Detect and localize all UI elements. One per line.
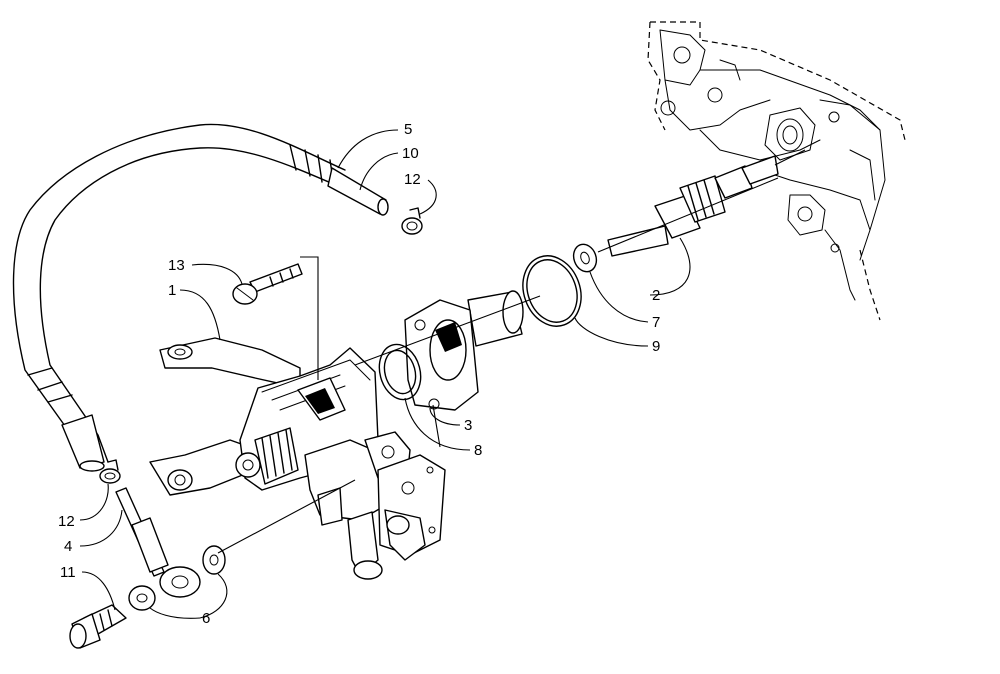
engine-case	[647, 21, 906, 321]
banjo-bolt-11	[69, 604, 127, 649]
callout-3: 3	[464, 417, 472, 434]
callout-9: 9	[652, 338, 660, 355]
banjo-fitting-4	[115, 487, 201, 598]
callout-13: 13	[168, 257, 185, 274]
callout-12-bottom: 12	[58, 513, 75, 530]
oil-pump-body	[235, 347, 446, 580]
callout-1: 1	[168, 282, 176, 299]
callout-4: 4	[64, 538, 72, 555]
washer-7	[572, 243, 598, 273]
hose-clamp-top	[401, 207, 423, 235]
washer-6-left	[128, 585, 156, 611]
drive-shaft	[607, 149, 806, 257]
bracket-1	[149, 337, 301, 496]
callout-6: 6	[202, 610, 210, 627]
housing-3	[404, 290, 524, 411]
callout-10: 10	[402, 145, 419, 162]
callout-7: 7	[652, 314, 660, 331]
alignment-lines	[217, 177, 779, 554]
callout-12-top: 12	[404, 171, 421, 188]
callout-8: 8	[474, 442, 482, 459]
hose	[12, 123, 389, 472]
bolt-13	[232, 263, 303, 305]
leader-lines	[79, 129, 691, 619]
callout-11: 11	[60, 564, 76, 581]
callout-5: 5	[404, 121, 412, 138]
callout-labels: 5 10 12 13 1 2 7 9 3 8 12 4 11 6	[58, 121, 660, 627]
washer-6-right	[202, 545, 226, 575]
o-ring-9	[522, 255, 582, 327]
hose-clamp-bottom	[99, 459, 121, 484]
callout-2: 2	[652, 287, 660, 304]
